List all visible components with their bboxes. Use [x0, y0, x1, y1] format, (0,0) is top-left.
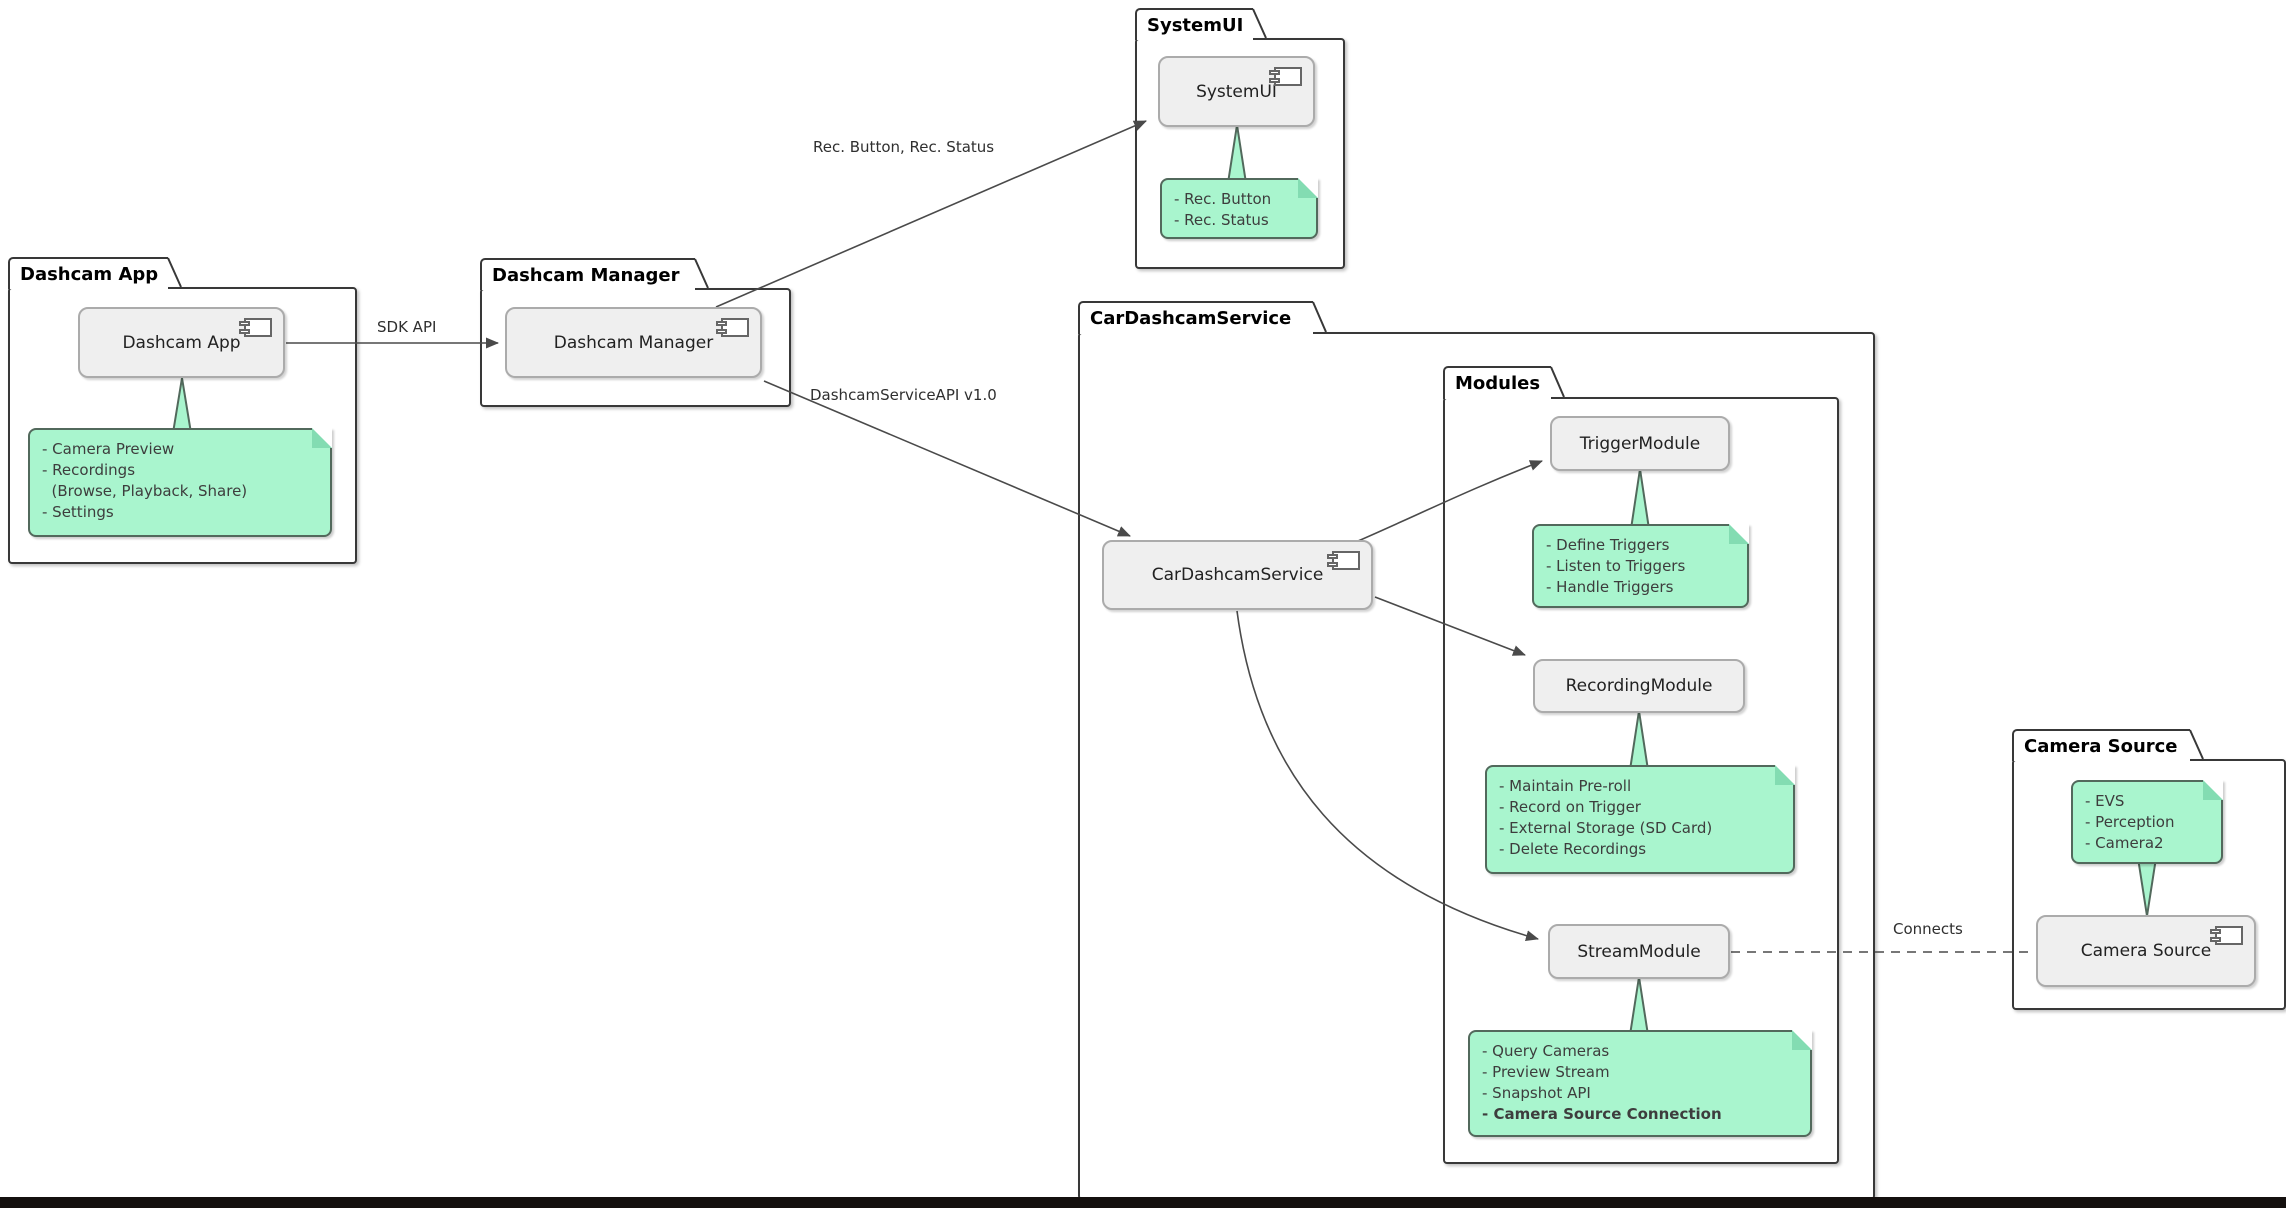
- note-line: (Browse, Playback, Share): [42, 482, 248, 500]
- note-tail: [2136, 857, 2158, 917]
- component-cardashcamservice: CarDashcamService: [1102, 540, 1373, 610]
- edge-label-connects: Connects: [1893, 920, 1963, 938]
- note-line: - Query Cameras: [1482, 1042, 1610, 1060]
- note-line: - Perception: [2085, 813, 2175, 831]
- tab-diagonal: [167, 257, 182, 288]
- note-streammodule: - Query Cameras - Preview Stream - Snaps…: [1468, 1030, 1812, 1137]
- tab-diagonal: [1550, 366, 1565, 398]
- component-icon: [1269, 67, 1302, 86]
- note-line: - Settings: [42, 503, 114, 521]
- note-line: - Record on Trigger: [1499, 798, 1641, 816]
- note-line: - Camera Preview: [42, 440, 175, 458]
- note-line: - Rec. Status: [1174, 211, 1269, 229]
- package-title: Dashcam App: [20, 263, 159, 285]
- package-title: Dashcam Manager: [492, 264, 680, 286]
- note-line: - Rec. Button: [1174, 190, 1272, 208]
- package-dashcam-manager-tab: Dashcam Manager: [480, 258, 695, 290]
- note-line: - Maintain Pre-roll: [1499, 777, 1632, 795]
- edge-label-rec-button-status: Rec. Button, Rec. Status: [813, 138, 995, 156]
- edge-label-sdk-api: SDK API: [377, 318, 437, 336]
- package-dashcam-app-tab: Dashcam App: [8, 257, 168, 289]
- component-label: RecordingModule: [1565, 676, 1713, 696]
- component-icon: [1327, 551, 1360, 570]
- note-recordingmodule: - Maintain Pre-roll - Record on Trigger …: [1485, 765, 1795, 874]
- note-line: - Define Triggers: [1546, 536, 1670, 554]
- note-line: - Snapshot API: [1482, 1084, 1591, 1102]
- note-camera-source: - EVS - Perception - Camera2: [2071, 780, 2223, 864]
- edge-label-dashcamserviceapi: DashcamServiceAPI v1.0: [810, 386, 997, 404]
- note-systemui: - Rec. Button - Rec. Status: [1160, 178, 1318, 239]
- component-label: TriggerModule: [1579, 433, 1701, 454]
- window-bottom-edge: [0, 1197, 2286, 1208]
- note-tail: [171, 377, 193, 434]
- note-line: - Camera2: [2085, 834, 2164, 852]
- component-streammodule: StreamModule: [1548, 924, 1730, 979]
- package-title: Modules: [1455, 373, 1541, 394]
- component-dashcam-manager: Dashcam Manager: [505, 307, 762, 378]
- note-tail: [1628, 976, 1650, 1036]
- note-line: - Delete Recordings: [1499, 840, 1647, 858]
- note-line: - Handle Triggers: [1546, 578, 1674, 596]
- component-label: Dashcam App: [122, 332, 241, 353]
- package-camera-source-tab: Camera Source: [2012, 729, 2190, 761]
- note-triggermodule: - Define Triggers - Listen to Triggers -…: [1532, 524, 1749, 608]
- component-icon: [239, 318, 272, 337]
- component-recordingmodule: RecordingModule: [1533, 659, 1745, 713]
- edge-to-streammodule: [1236, 610, 1539, 942]
- note-dashcam-app: - Camera Preview - Recordings (Browse, P…: [28, 428, 332, 537]
- component-dashcam-app: Dashcam App: [78, 307, 285, 378]
- tab-diagonal: [1252, 8, 1267, 39]
- package-title: CarDashcamService: [1090, 308, 1292, 329]
- edge-dashcamserviceapi: [763, 380, 1131, 537]
- package-cardashcamservice-tab: CarDashcamService: [1078, 301, 1313, 334]
- component-systemui: SystemUI: [1158, 56, 1315, 127]
- package-title: SystemUI: [1147, 14, 1244, 36]
- package-systemui-tab: SystemUI: [1135, 8, 1253, 40]
- component-label: SystemUI: [1196, 81, 1277, 102]
- note-line: - Preview Stream: [1482, 1063, 1610, 1081]
- package-modules-tab: Modules: [1443, 366, 1551, 399]
- component-triggermodule: TriggerModule: [1550, 416, 1730, 471]
- component-label: StreamModule: [1577, 941, 1701, 962]
- edge-to-recordingmodule: [1374, 596, 1526, 656]
- tab-diagonal: [1312, 301, 1327, 333]
- note-line: - External Storage (SD Card): [1499, 819, 1713, 837]
- component-icon: [716, 318, 749, 337]
- note-line: - Listen to Triggers: [1546, 557, 1686, 575]
- package-title: Camera Source: [2024, 735, 2178, 757]
- tab-diagonal: [694, 258, 709, 289]
- note-line: - EVS: [2085, 792, 2125, 810]
- component-label: Dashcam Manager: [553, 332, 714, 353]
- component-icon: [2210, 926, 2243, 945]
- note-tail: [1226, 124, 1248, 184]
- component-camera-source: Camera Source: [2036, 915, 2256, 987]
- edge-rec-button-status: [715, 120, 1147, 308]
- note-line: - Camera Source Connection: [1482, 1105, 1722, 1123]
- component-label: Camera Source: [2080, 941, 2212, 961]
- component-label: CarDashcamService: [1151, 565, 1324, 585]
- note-line: - Recordings: [42, 461, 136, 479]
- tab-diagonal: [2189, 729, 2204, 760]
- edge-to-triggermodule: [1357, 460, 1543, 542]
- note-tail: [1628, 710, 1650, 771]
- note-tail: [1629, 468, 1651, 530]
